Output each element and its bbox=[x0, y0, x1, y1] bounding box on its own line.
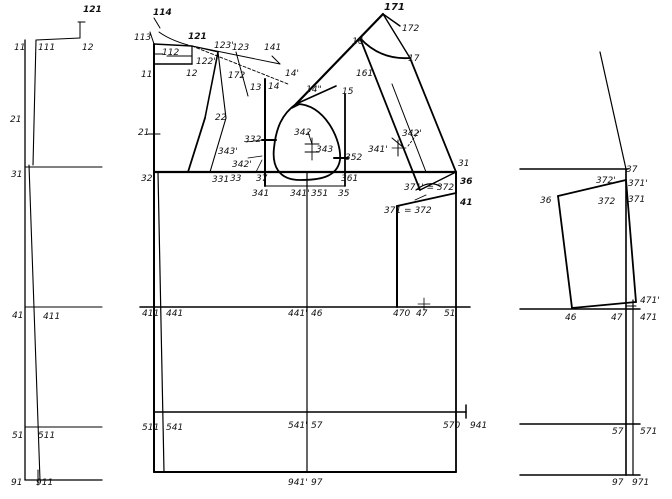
point-label: 351 bbox=[311, 189, 329, 199]
point-label: 441' bbox=[288, 309, 308, 319]
point-label: 97 bbox=[612, 478, 624, 488]
point-label: 97 bbox=[311, 478, 323, 488]
point-label: 570 bbox=[443, 421, 461, 431]
point-label: 122' bbox=[196, 57, 216, 67]
point-label: 352 bbox=[345, 153, 363, 163]
point-label: 343' bbox=[218, 147, 238, 157]
point-label: 32 bbox=[141, 174, 153, 184]
point-label: 511 bbox=[142, 423, 160, 433]
point-label: 511 bbox=[38, 431, 56, 441]
point-label: 332 bbox=[244, 135, 262, 145]
point-label: 911 bbox=[36, 478, 54, 488]
point-label: 112 bbox=[162, 48, 180, 58]
point-label: 123' bbox=[214, 41, 234, 51]
point-label: 46 bbox=[311, 309, 323, 319]
point-label: 31 bbox=[11, 170, 23, 180]
right-panel-lines bbox=[519, 51, 641, 476]
point-label: 331 bbox=[212, 175, 230, 185]
point-label: 14" bbox=[306, 85, 322, 95]
point-label: 411 bbox=[43, 312, 61, 322]
point-label: 371' = 372' bbox=[404, 183, 457, 193]
point-label: 31 bbox=[458, 159, 470, 169]
point-label: 57 bbox=[311, 421, 323, 431]
point-label: 941 bbox=[470, 421, 488, 431]
point-label: 51 bbox=[12, 431, 24, 441]
point-label: 121 bbox=[188, 32, 207, 42]
point-label: 22 bbox=[215, 113, 227, 123]
point-label: 21 bbox=[138, 128, 150, 138]
left-panel-lines bbox=[24, 21, 103, 486]
point-label: 91 bbox=[11, 478, 23, 488]
point-label: 372' bbox=[596, 176, 616, 186]
point-label: 341' bbox=[290, 189, 310, 199]
point-label: 121 bbox=[83, 5, 102, 15]
point-label: 342' bbox=[402, 129, 422, 139]
point-label: 14' bbox=[285, 69, 299, 79]
point-label: 172 bbox=[402, 24, 420, 34]
point-label: 113 bbox=[134, 33, 152, 43]
point-label: 372 bbox=[598, 197, 616, 207]
point-label: 11 bbox=[141, 70, 153, 80]
point-label: 341 bbox=[252, 189, 270, 199]
point-label: 111 bbox=[38, 43, 56, 53]
point-label: 41 bbox=[460, 198, 473, 208]
point-label: 12 bbox=[82, 43, 94, 53]
point-label: 141 bbox=[264, 43, 282, 53]
point-label: 342 bbox=[294, 128, 312, 138]
point-label: 371 bbox=[628, 195, 646, 205]
point-label: 33 bbox=[230, 174, 242, 184]
point-label: 51 bbox=[444, 309, 456, 319]
point-label: 47 bbox=[416, 309, 428, 319]
center-panel-lines bbox=[139, 12, 471, 473]
point-label: 342' bbox=[232, 160, 252, 170]
point-label: 471' bbox=[640, 296, 660, 306]
point-label: 571 bbox=[640, 427, 658, 437]
point-label: 12 bbox=[186, 69, 198, 79]
point-label: 57 bbox=[612, 427, 624, 437]
point-label: 14 bbox=[268, 82, 280, 92]
point-label: 541' bbox=[288, 421, 308, 431]
point-label: 13 bbox=[250, 83, 262, 93]
point-label: 37 bbox=[626, 165, 638, 175]
point-label: 541 bbox=[166, 423, 184, 433]
point-label: 47 bbox=[611, 313, 623, 323]
point-label: 441 bbox=[166, 309, 184, 319]
point-label: 971 bbox=[632, 478, 650, 488]
point-label: 941' bbox=[288, 478, 308, 488]
point-label: 41 bbox=[12, 311, 24, 321]
point-label: 36 bbox=[460, 177, 473, 187]
point-label: 37 bbox=[256, 174, 268, 184]
point-label: 470 bbox=[393, 309, 411, 319]
point-label: 341' bbox=[368, 145, 388, 155]
point-label: 15 bbox=[342, 87, 354, 97]
point-label: 11 bbox=[14, 43, 26, 53]
point-label: 123 bbox=[232, 43, 250, 53]
point-label: 361 bbox=[341, 174, 359, 184]
point-label: 172 bbox=[228, 71, 246, 81]
point-label: 36 bbox=[540, 196, 552, 206]
point-label: 161 bbox=[356, 69, 374, 79]
point-label: 411 bbox=[142, 309, 160, 319]
point-label: 16 bbox=[352, 37, 364, 47]
point-label: 114 bbox=[153, 8, 172, 18]
point-label: 471 bbox=[640, 313, 658, 323]
point-label: 371 = 372 bbox=[384, 206, 432, 216]
point-label: 171 bbox=[384, 2, 405, 13]
point-label: 46 bbox=[565, 313, 577, 323]
point-label: 343 bbox=[316, 145, 334, 155]
point-label: 371' bbox=[628, 179, 648, 189]
point-label: 35 bbox=[338, 189, 350, 199]
point-label: 17 bbox=[408, 54, 420, 64]
point-label: 21 bbox=[10, 115, 22, 125]
